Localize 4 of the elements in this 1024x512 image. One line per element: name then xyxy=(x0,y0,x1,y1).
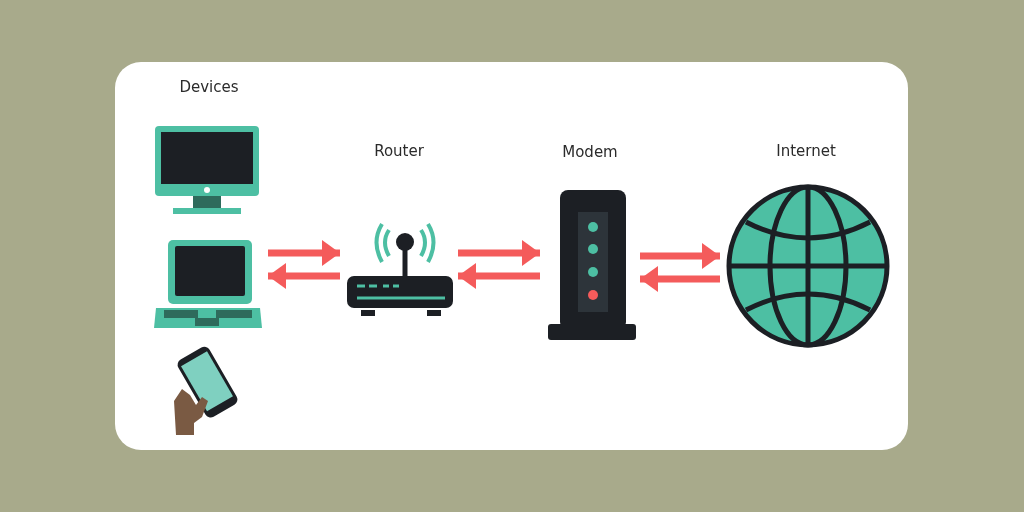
node-label: Internet xyxy=(775,142,837,160)
node-label: Modem xyxy=(561,143,619,161)
node-label: Router xyxy=(373,142,425,160)
node-label: Devices xyxy=(178,78,240,96)
